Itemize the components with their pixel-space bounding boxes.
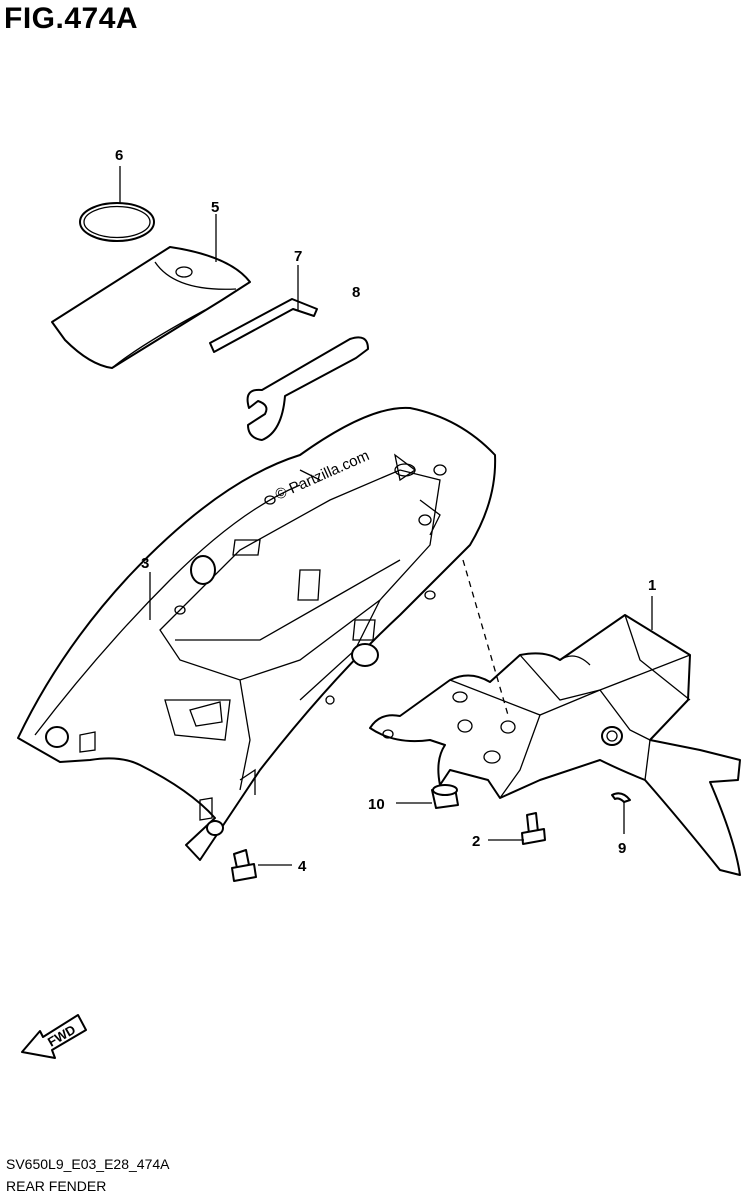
part-3-seat-tail-cover[interactable] (17, 406, 497, 861)
part-1-rear-fender[interactable] (369, 614, 741, 876)
assembly-line (462, 559, 509, 716)
figure-code: SV650L9_E03_E28_474A (6, 1156, 170, 1172)
figure-title: FIG.474A (4, 2, 139, 35)
callout-10: 10 (368, 796, 385, 813)
callout-7: 7 (294, 248, 302, 265)
callout-4: 4 (298, 858, 307, 875)
part-8-spanner[interactable] (246, 336, 369, 441)
part-4-bolt[interactable] (231, 849, 257, 882)
callout-1: 1 (648, 577, 656, 594)
callout-6: 6 (115, 147, 123, 164)
part-10-grommet[interactable] (431, 784, 459, 809)
figure-name: REAR FENDER (6, 1178, 107, 1194)
part-6-o-ring[interactable] (79, 202, 155, 242)
leader-lines (119, 166, 653, 866)
part-7-hex-key[interactable] (209, 298, 318, 353)
callout-9: 9 (618, 840, 626, 857)
callout-2: 2 (472, 833, 480, 850)
callout-5: 5 (211, 199, 219, 216)
callout-3: 3 (141, 555, 149, 572)
part-2-bolt[interactable] (521, 812, 546, 845)
part-9-clip[interactable] (611, 792, 631, 803)
part-5-tool-bag[interactable] (51, 246, 251, 369)
callout-8: 8 (352, 284, 360, 301)
fwd-arrow-icon: FWD (21, 1014, 87, 1059)
